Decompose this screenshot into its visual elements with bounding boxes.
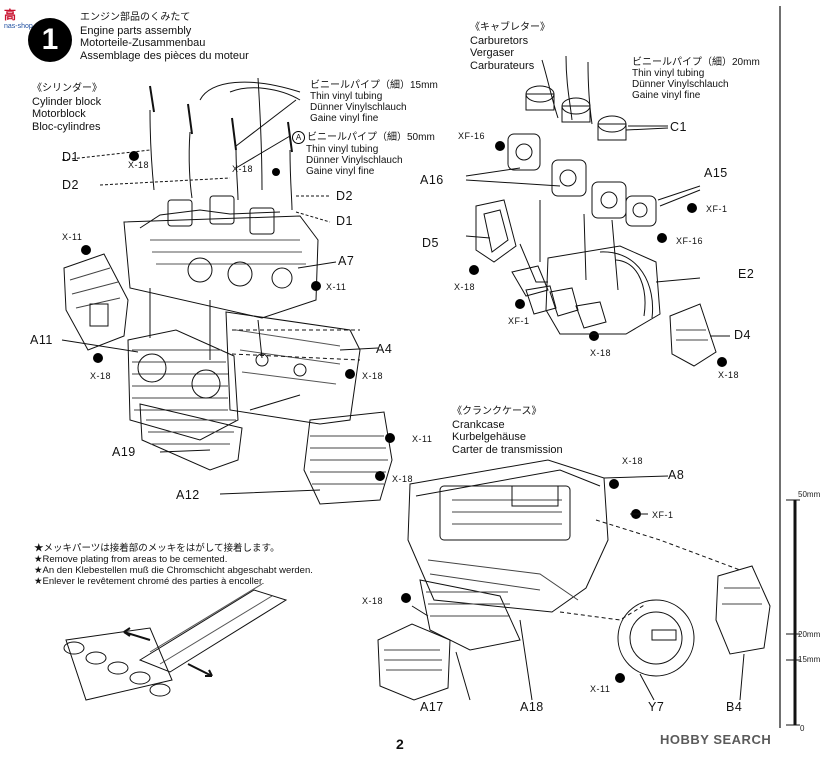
- cylinder-fr: Bloc-cylindres: [32, 120, 101, 133]
- vinyl50-fr: Gaine vinyl fine: [306, 166, 375, 177]
- part-label-A11: A11: [30, 333, 53, 347]
- vinyl15-callout: ビニールパイプ（細）15mm Thin vinyl tubing Dünner …: [310, 80, 438, 124]
- carb-en: Carburetors: [470, 34, 529, 47]
- header-en: Engine parts assembly: [80, 24, 192, 37]
- part-label-A19: A19: [112, 445, 136, 459]
- hobbysearch-watermark: HOBBY SEARCH: [660, 732, 772, 747]
- note-jp: ★メッキパーツは接着部のメッキをはがして接着します。: [34, 543, 280, 554]
- part-label-E2: E2: [738, 267, 755, 281]
- vinyl50-en: Thin vinyl tubing: [306, 144, 379, 155]
- crank-header: 《クランクケース》 Crankcase Kurbelgehäuse Carter…: [452, 406, 563, 456]
- watermark-subtext: nas-shop.com: [4, 23, 48, 30]
- paint-label-X11: X-11: [62, 232, 83, 242]
- paint-label-X18: X-18: [232, 164, 254, 174]
- paint-label-X18: X-18: [128, 160, 150, 170]
- ruler-label-20: 20mm: [798, 630, 820, 639]
- cylinder-head-drawing: [61, 77, 331, 319]
- plating-notes: ★メッキパーツは接着部のメッキをはがして接着します。 ★Remove plati…: [34, 543, 313, 587]
- watermark-logo: 高 nas-shop.com: [4, 6, 48, 30]
- vinyl20-de: Dünner Vinylschlauch: [632, 79, 729, 90]
- paint-label-X18: X-18: [392, 474, 414, 484]
- paint-label-X18: X-18: [718, 370, 740, 380]
- note-de: ★An den Klebestellen muß die Chromschich…: [34, 565, 313, 576]
- note-fr: ★Enlever le revêtement chromé des partie…: [34, 576, 265, 587]
- vinyl20-fr: Gaine vinyl fine: [632, 90, 701, 101]
- cylinder-block-drawing: [61, 253, 393, 505]
- ruler-label-15: 15mm: [798, 655, 820, 664]
- vinyl50-jp: ビニールパイプ（細）50mm: [307, 132, 435, 143]
- crank-en: Crankcase: [452, 418, 505, 431]
- paint-label-X18: X-18: [622, 456, 644, 466]
- part-label-D1: D1: [336, 214, 353, 228]
- page-number: 2: [396, 736, 404, 752]
- paint-label-X18: X-18: [362, 371, 384, 381]
- paint-label-X18: X-18: [590, 348, 612, 358]
- paint-label-XF1: XF-1: [508, 316, 530, 326]
- ruler-label-50: 50mm: [798, 490, 820, 499]
- header-fr: Assemblage des pièces du moteur: [80, 49, 249, 62]
- watermark-text: 高: [4, 8, 17, 22]
- carburetor-drawing: [465, 55, 730, 367]
- part-label-A17: A17: [420, 700, 444, 714]
- carb-fr: Carburateurs: [470, 59, 535, 72]
- part-label-A12: A12: [176, 488, 200, 502]
- vinyl15-de: Dünner Vinylschlauch: [310, 102, 407, 113]
- section-header: エンジン部品のくみたて Engine parts assembly Motort…: [80, 12, 249, 62]
- vinyl20-en: Thin vinyl tubing: [632, 68, 705, 79]
- part-label-D4: D4: [734, 328, 751, 342]
- part-label-Y7: Y7: [648, 700, 665, 714]
- crank-jp: 《クランクケース》: [452, 406, 542, 417]
- vinyl20-jp: ビニールパイプ（細）20mm: [632, 57, 760, 68]
- paint-label-XF1: XF-1: [706, 204, 728, 214]
- paint-label-X18: X-18: [362, 596, 384, 606]
- vinyl50-de: Dünner Vinylschlauch: [306, 155, 403, 166]
- step-number-badge: 1: [28, 18, 72, 62]
- cylinder-header: 《シリンダー》 Cylinder block Motorblock Bloc-c…: [32, 83, 102, 133]
- cylinder-de: Motorblock: [32, 108, 86, 120]
- part-label-B4: B4: [726, 700, 743, 714]
- carb-de: Vergaser: [470, 47, 515, 59]
- cylinder-en: Cylinder block: [32, 95, 102, 108]
- part-label-D5: D5: [422, 236, 439, 250]
- paint-label-X11: X-11: [326, 282, 347, 292]
- paint-label-X11: X-11: [412, 434, 433, 444]
- part-label-D1: D1: [62, 150, 79, 164]
- vinyl50-badge: A: [292, 131, 305, 144]
- part-label-A4: A4: [376, 342, 393, 356]
- vinyl15-fr: Gaine vinyl fine: [310, 113, 379, 124]
- cylinder-jp: 《シリンダー》: [32, 83, 102, 94]
- note-en: ★Remove plating from areas to be cemente…: [34, 554, 228, 565]
- paint-label-XF16: XF-16: [458, 131, 486, 141]
- ruler-label-0: 0: [800, 724, 805, 733]
- part-label-C1: C1: [670, 120, 687, 134]
- header-de: Motorteile-Zusammenbau: [80, 37, 206, 49]
- carb-header: 《キャブレター》 Carburetors Vergaser Carburateu…: [470, 22, 550, 72]
- scale-ruler: [786, 499, 800, 726]
- fastener-markers: [81, 141, 727, 683]
- paint-label-X18: X-18: [454, 282, 476, 292]
- paint-label-X11: X-11: [590, 684, 611, 694]
- paint-label-X18: X-18: [90, 371, 112, 381]
- vinyl15-en: Thin vinyl tubing: [310, 91, 383, 102]
- vinyl15-jp: ビニールパイプ（細）15mm: [310, 80, 438, 91]
- part-label-A18: A18: [520, 700, 544, 714]
- part-label-D2: D2: [336, 189, 353, 203]
- carb-jp: 《キャブレター》: [470, 22, 550, 33]
- crank-fr: Carter de transmission: [452, 443, 563, 456]
- plating-diagram: [63, 583, 288, 701]
- crank-de: Kurbelgehäuse: [452, 431, 527, 443]
- part-label-A16: A16: [420, 173, 444, 187]
- part-label-A7: A7: [338, 254, 355, 268]
- paint-label-XF1: XF-1: [652, 510, 674, 520]
- header-jp: エンジン部品のくみたて: [80, 12, 191, 23]
- vinyl20-callout: ビニールパイプ（細）20mm Thin vinyl tubing Dünner …: [632, 57, 760, 101]
- part-label-A8: A8: [668, 468, 685, 482]
- crankcase-drawing: [377, 459, 771, 701]
- part-label-A15: A15: [704, 166, 728, 180]
- part-label-D2: D2: [62, 178, 79, 192]
- paint-label-XF16: XF-16: [676, 236, 704, 246]
